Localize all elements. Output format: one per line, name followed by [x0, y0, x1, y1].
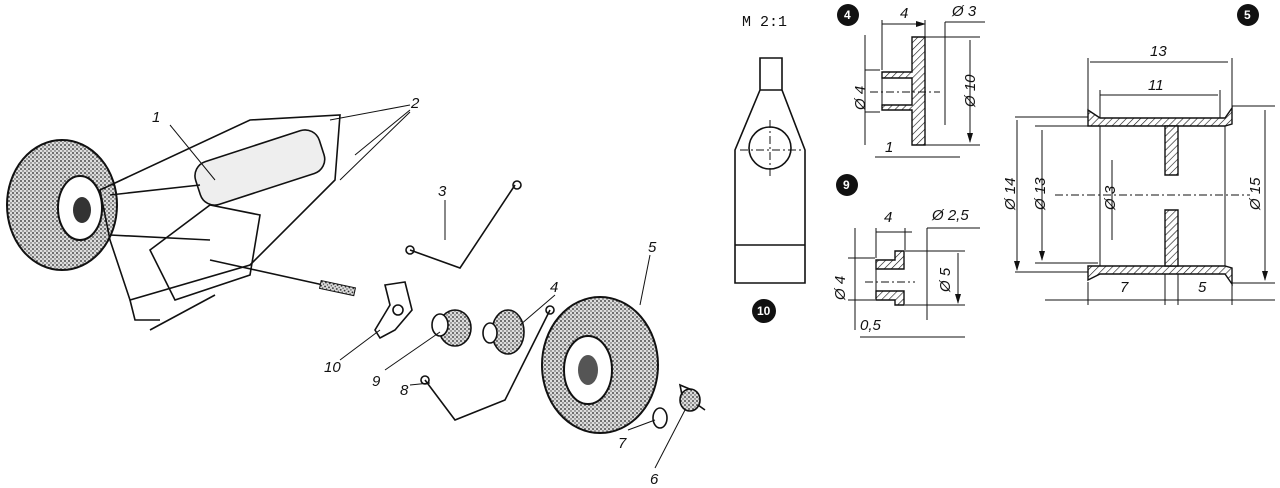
dim-5-overall: 13	[1150, 43, 1167, 60]
part-4-drawing: 4 4 Ø 3 Ø 10 Ø 4 1	[837, 3, 985, 158]
dim-5-inner: 11	[1148, 77, 1164, 94]
label-1: 1	[152, 109, 160, 126]
dim-4-flange: Ø 10	[962, 74, 979, 108]
part-10-drawing: 10	[734, 57, 806, 323]
part-5-badge: 5	[1244, 8, 1251, 22]
dim-9-hub: Ø 4	[832, 276, 849, 301]
label-7: 7	[618, 435, 627, 452]
label-3: 3	[438, 183, 447, 200]
label-6: 6	[650, 471, 659, 488]
dim-5-hole: Ø 3	[1102, 185, 1119, 211]
axle-part-3	[405, 180, 522, 269]
label-2: 2	[410, 95, 420, 112]
hub-part-4	[482, 309, 525, 355]
part-9-badge: 9	[843, 178, 850, 192]
dim-4-thickness: 1	[885, 139, 893, 156]
dim-5-right: 5	[1198, 279, 1207, 296]
scale-note: M 2:1	[742, 14, 787, 31]
dim-9-collar: Ø 5	[937, 267, 954, 293]
bushing-part-9	[431, 309, 472, 347]
chassis-frame	[99, 104, 411, 331]
dim-5-d14: Ø 14	[1002, 177, 1019, 211]
exploded-assembly: 1 2 3 4 5 6 7 8 9 10	[6, 95, 706, 488]
dim-4-length: 4	[900, 5, 908, 22]
dim-5-left: 7	[1120, 279, 1129, 296]
dim-4-hole: Ø 3	[951, 3, 977, 20]
dim-4-hub: Ø 4	[852, 86, 869, 111]
dim-9-hole: Ø 2,5	[931, 207, 969, 224]
part-9-drawing: 9 4 Ø 2,5 Ø 5 Ø 4 0,5	[832, 174, 980, 338]
part-5-drawing: 5 13 11 Ø 14 Ø 13 Ø 3 Ø 15 7	[1002, 4, 1275, 305]
part-4-badge: 4	[844, 8, 851, 22]
washer-part-7	[652, 407, 668, 429]
label-4: 4	[550, 279, 558, 296]
dim-5-d15: Ø 15	[1247, 177, 1264, 211]
label-8: 8	[400, 382, 409, 399]
label-10: 10	[324, 359, 341, 376]
dim-9-length: 4	[884, 209, 892, 226]
label-9: 9	[372, 373, 381, 390]
dim-5-d13: Ø 13	[1032, 177, 1049, 211]
wing-nut-part-6	[678, 383, 706, 412]
part-10-badge: 10	[757, 304, 771, 318]
bracket-part-10	[374, 281, 413, 340]
front-wheel-part-5	[541, 296, 659, 434]
rear-wheel-left	[6, 139, 118, 271]
label-5: 5	[648, 239, 657, 256]
dim-9-step: 0,5	[860, 317, 882, 334]
